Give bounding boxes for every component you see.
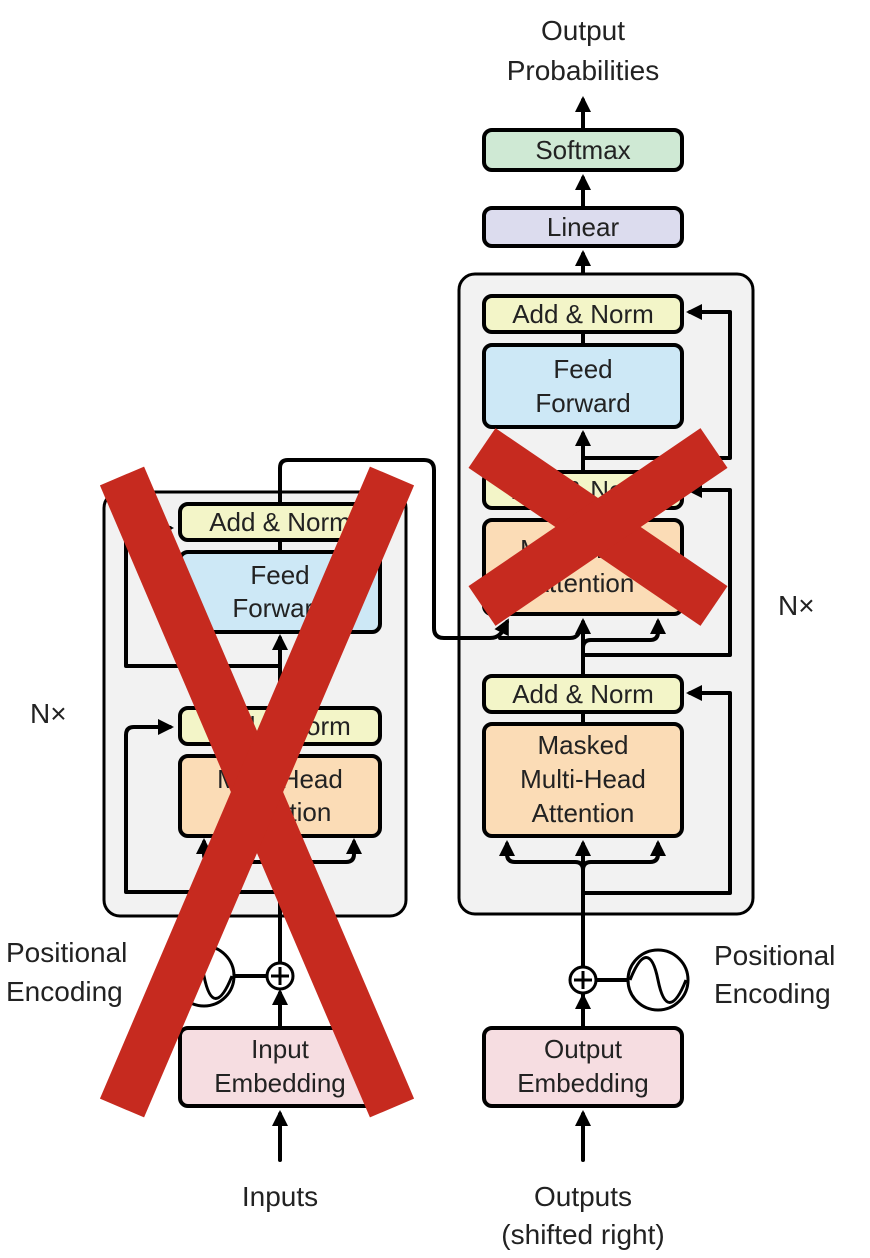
decoder-input-label-line1: Outputs bbox=[534, 1181, 632, 1212]
encoder-feed-forward-line1: Feed bbox=[250, 560, 309, 590]
encoder-cross-out-mark bbox=[99, 466, 415, 1118]
output-probabilities-label-line2: Probabilities bbox=[507, 55, 660, 86]
encoder-input-embedding-line1: Input bbox=[251, 1034, 310, 1064]
decoder-sine-wave bbox=[628, 956, 688, 1004]
decoder-addnorm-top bbox=[482, 294, 684, 334]
decoder-masked-attention-line2: Multi-Head bbox=[520, 764, 646, 794]
encoder-residual-attn bbox=[124, 719, 282, 894]
decoder-residual-cross bbox=[581, 482, 732, 657]
decoder-feed-forward-line1: Feed bbox=[553, 354, 612, 384]
decoder-input-label-line2: (shifted right) bbox=[501, 1219, 664, 1250]
encoder-input-embedding-line2: Embedding bbox=[214, 1068, 346, 1098]
decoder-output-embedding-line1: Output bbox=[544, 1034, 623, 1064]
linear-block bbox=[482, 206, 684, 248]
decoder-output-embedding bbox=[482, 1026, 684, 1108]
decoder-positional-line2: Encoding bbox=[714, 978, 831, 1009]
decoder-repeat-label: N× bbox=[778, 590, 815, 621]
decoder-residual-ff bbox=[581, 304, 732, 460]
encoder-positional-line1: Positional bbox=[6, 937, 127, 968]
encoder-to-decoder-wire-2 bbox=[498, 628, 582, 640]
decoder-masked-attention-line1: Masked bbox=[537, 730, 628, 760]
decoder-masked-attention-line3: Attention bbox=[532, 798, 635, 828]
decoder-output-embedding-line2: Embedding bbox=[517, 1068, 649, 1098]
encoder-input-label: Inputs bbox=[242, 1181, 318, 1212]
decoder-addnorm-bottom bbox=[482, 674, 684, 714]
decoder-masked-attention bbox=[482, 722, 684, 838]
output-probabilities-label-line1: Output bbox=[541, 15, 625, 46]
decoder-residual-masked bbox=[581, 685, 732, 895]
encoder-addnorm-top-label: Add & Norm bbox=[209, 507, 351, 537]
decoder-feed-forward bbox=[482, 343, 684, 429]
softmax-label: Softmax bbox=[535, 135, 630, 165]
decoder-feed-forward-line2: Forward bbox=[535, 388, 630, 418]
encoder-positional-line2: Encoding bbox=[6, 976, 123, 1007]
decoder-cross-attention-cross-out-mark bbox=[468, 428, 728, 626]
encoder-repeat-label: N× bbox=[30, 698, 67, 729]
encoder-to-decoder-wire bbox=[278, 458, 509, 640]
linear-label: Linear bbox=[547, 212, 620, 242]
decoder-positional-line1: Positional bbox=[714, 940, 835, 971]
decoder-addnorm-bottom-label: Add & Norm bbox=[512, 679, 654, 709]
softmax-block bbox=[482, 128, 684, 172]
decoder-addnorm-top-label: Add & Norm bbox=[512, 299, 654, 329]
